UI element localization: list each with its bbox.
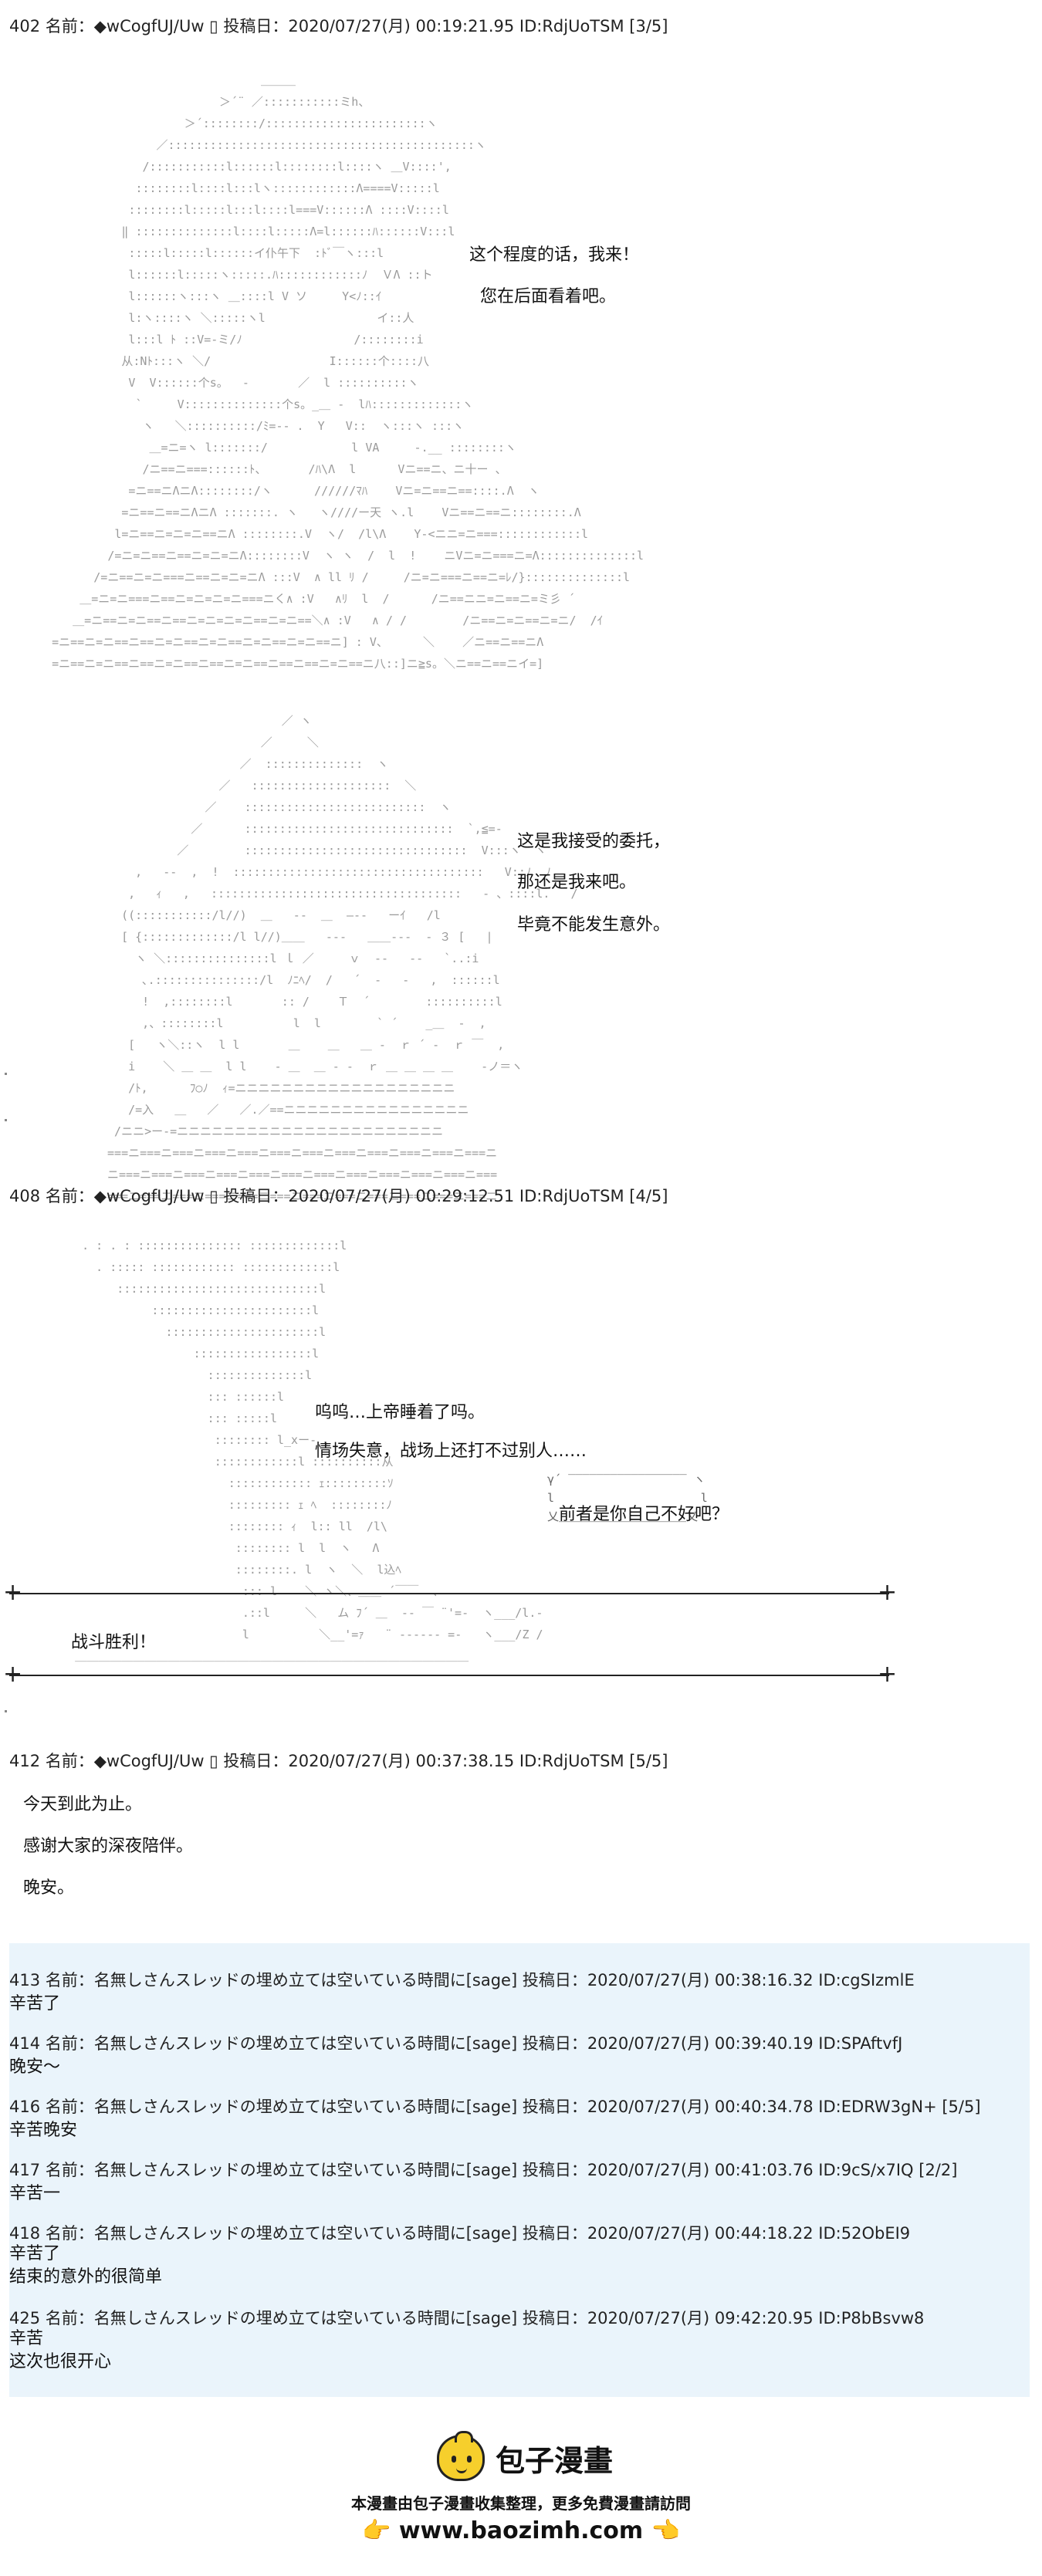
margin-dot xyxy=(5,1073,7,1075)
reply-body: 辛苦了 xyxy=(9,1994,61,2013)
pointing-hand-icon: 👈 xyxy=(651,2517,680,2544)
footer-note: 本漫畫由包子漫畫收集整理，更多免費漫畫請訪問 xyxy=(351,2494,691,2513)
dialogue-line: 呜呜…上帝睡着了吗。 xyxy=(315,1403,485,1422)
reply-header: 417 名前：名無しさんスレッドの埋め立ては空いている時間に[sage] 投稿日… xyxy=(9,2161,958,2179)
margin-dot xyxy=(5,1710,7,1712)
site-url-link[interactable]: www.baozimh.com xyxy=(398,2517,644,2544)
margin-dot xyxy=(5,1119,7,1121)
reply-header: 418 名前：名無しさんスレッドの埋め立ては空いている時間に[sage] 投稿日… xyxy=(9,2224,911,2243)
rule-endcap: + xyxy=(3,1661,23,1688)
speech-bubble-text: 前者是你自己不好吧？ xyxy=(559,1505,729,1524)
ascii-art-slumped-figure: . : . : ::::::::::::::: :::::::::::::l .… xyxy=(75,1239,543,1663)
post-line: 晚安。 xyxy=(23,1878,75,1898)
dialogue-line: 您在后面看着吧。 xyxy=(480,287,617,306)
reply-header: 413 名前：名無しさんスレッドの埋め立ては空いている時間に[sage] 投稿日… xyxy=(9,1971,915,1989)
reply-header: 425 名前：名無しさんスレッドの埋め立ては空いている時間に[sage] 投稿日… xyxy=(9,2309,925,2328)
dialogue-line: 毕竟不能发生意外。 xyxy=(517,915,671,935)
reply-body: 辛苦晚安 xyxy=(9,2121,78,2140)
battle-result: 战斗胜利！ xyxy=(71,1633,157,1652)
divider-rule xyxy=(9,1675,889,1676)
footer-url-line[interactable]: 👉 www.baozimh.com 👈 xyxy=(0,2517,1042,2544)
divider-rule xyxy=(9,1593,889,1594)
rule-endcap: + xyxy=(3,1579,23,1606)
reply-header: 414 名前：名無しさんスレッドの埋め立ては空いている時間に[sage] 投稿日… xyxy=(9,2034,903,2053)
reply-body: 辛苦了 结束的意外的很简单 xyxy=(9,2244,163,2287)
post-header-412: 412 名前：◆wCogfUJ/Uw ▯ 投稿日：2020/07/27(月) 0… xyxy=(9,1752,668,1770)
pointing-hand-icon: 👉 xyxy=(362,2517,391,2544)
rule-endcap: + xyxy=(878,1579,898,1606)
post-line: 感谢大家的深夜陪伴。 xyxy=(23,1837,194,1856)
bun-mascot-icon xyxy=(437,2431,485,2481)
reply-section xyxy=(9,1943,1030,2397)
reply-body: 晚安～ xyxy=(9,2057,61,2077)
rule-endcap: + xyxy=(878,1661,898,1688)
reply-body: 辛苦 这次也很开心 xyxy=(9,2329,112,2371)
ascii-art-rock-figure: ／ ヽ ／ ＼ ／ :::::::::::::: ヽ ／ :::::::::::… xyxy=(107,714,578,1203)
post-line: 今天到此为止。 xyxy=(23,1795,143,1814)
dialogue-line: 这是我接受的委托， xyxy=(517,832,671,851)
post-header-408: 408 名前：◆wCogfUJ/Uw ▯ 投稿日：2020/07/27(月) 0… xyxy=(9,1187,668,1205)
dialogue-line: 那还是我来吧。 xyxy=(517,873,637,892)
speech-bubble-frame: γ´ ‾‾‾‾‾‾‾‾‾‾‾‾‾‾‾‾‾ ヽ l l 乂＿＿＿＿＿＿＿＿＿＿＿乂 xyxy=(547,1472,708,1523)
ascii-art-swordsman: ＿＿＿ ＞´¨ ／:::::::::::ミh、 ＞´::::::::/:::::… xyxy=(52,73,644,671)
dialogue-line: 情场失意，战场上还打不过别人…… xyxy=(315,1442,587,1461)
logo-text: 包子漫畫 xyxy=(496,2443,614,2478)
reply-body: 辛苦一 xyxy=(9,2184,61,2203)
dialogue-line: 这个程度的话，我来！ xyxy=(469,245,640,265)
post-header-402: 402 名前：◆wCogfUJ/Uw ▯ 投稿日：2020/07/27(月) 0… xyxy=(9,17,668,35)
reply-header: 416 名前：名無しさんスレッドの埋め立ては空いている時間に[sage] 投稿日… xyxy=(9,2098,981,2116)
site-logo[interactable]: 包子漫畫 xyxy=(437,2431,614,2481)
